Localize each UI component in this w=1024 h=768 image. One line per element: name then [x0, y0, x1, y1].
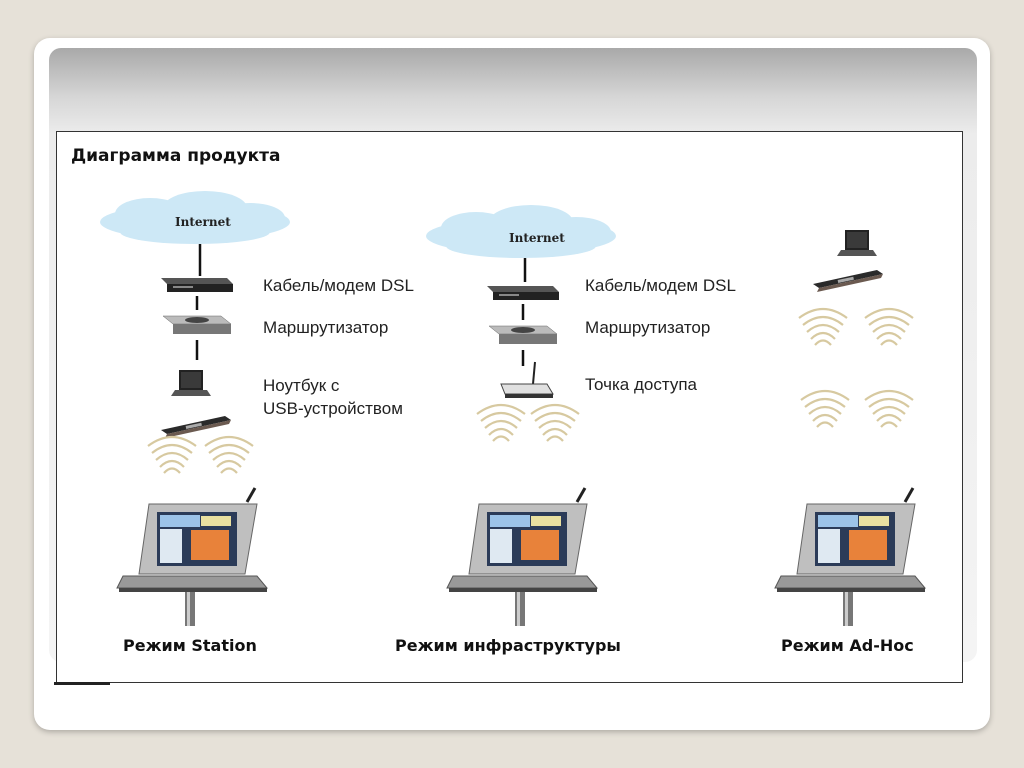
product-diagram: Диаграмма продукта: [56, 131, 963, 683]
router-label-infra: Маршрутизатор: [585, 318, 711, 337]
mode-infrastructure-caption: Режим инфраструктуры: [395, 636, 621, 655]
diagram-graphics: [100, 191, 927, 628]
mode-adhoc-caption: Режим Ad-Hoc: [781, 636, 914, 655]
modem-label-infra: Кабель/модем DSL: [585, 276, 736, 295]
modem-label-station: Кабель/модем DSL: [263, 276, 414, 295]
laptop-label-line1: Ноутбук с: [263, 376, 340, 395]
diagram-title: Диаграмма продукта: [71, 146, 281, 166]
laptop-label-line2: USB-устройством: [263, 399, 403, 418]
internet-label-infra: Internet: [509, 231, 565, 245]
underline-mark: [54, 682, 110, 685]
router-label-station: Маршрутизатор: [263, 318, 389, 337]
access-point-label: Точка доступа: [585, 375, 697, 394]
mode-station-caption: Режим Station: [123, 636, 257, 655]
internet-label-station: Internet: [175, 215, 231, 229]
